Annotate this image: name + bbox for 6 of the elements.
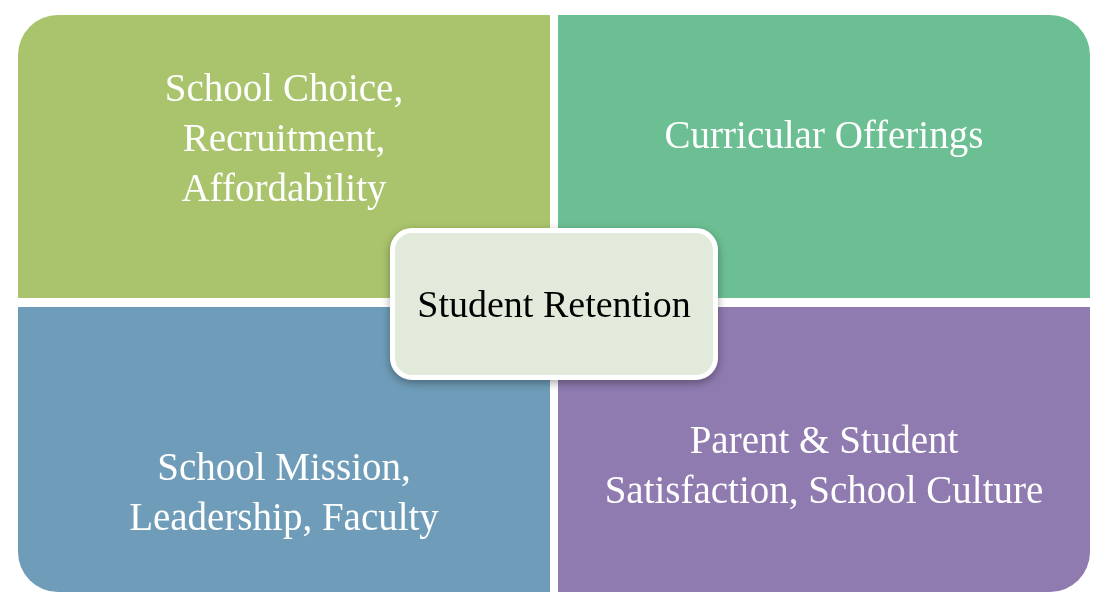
quadrant-label: Curricular Offerings	[664, 112, 984, 159]
center-label: Student Retention	[417, 282, 691, 327]
center-box	[390, 228, 718, 380]
quadrant-label: Parent & Student Satisfaction, School Culture	[603, 417, 1045, 513]
quadrant-label: School Choice, Recruitment, Affordability	[163, 65, 405, 212]
quadrant-label: School Mission, Leadership, Faculty	[128, 444, 440, 541]
